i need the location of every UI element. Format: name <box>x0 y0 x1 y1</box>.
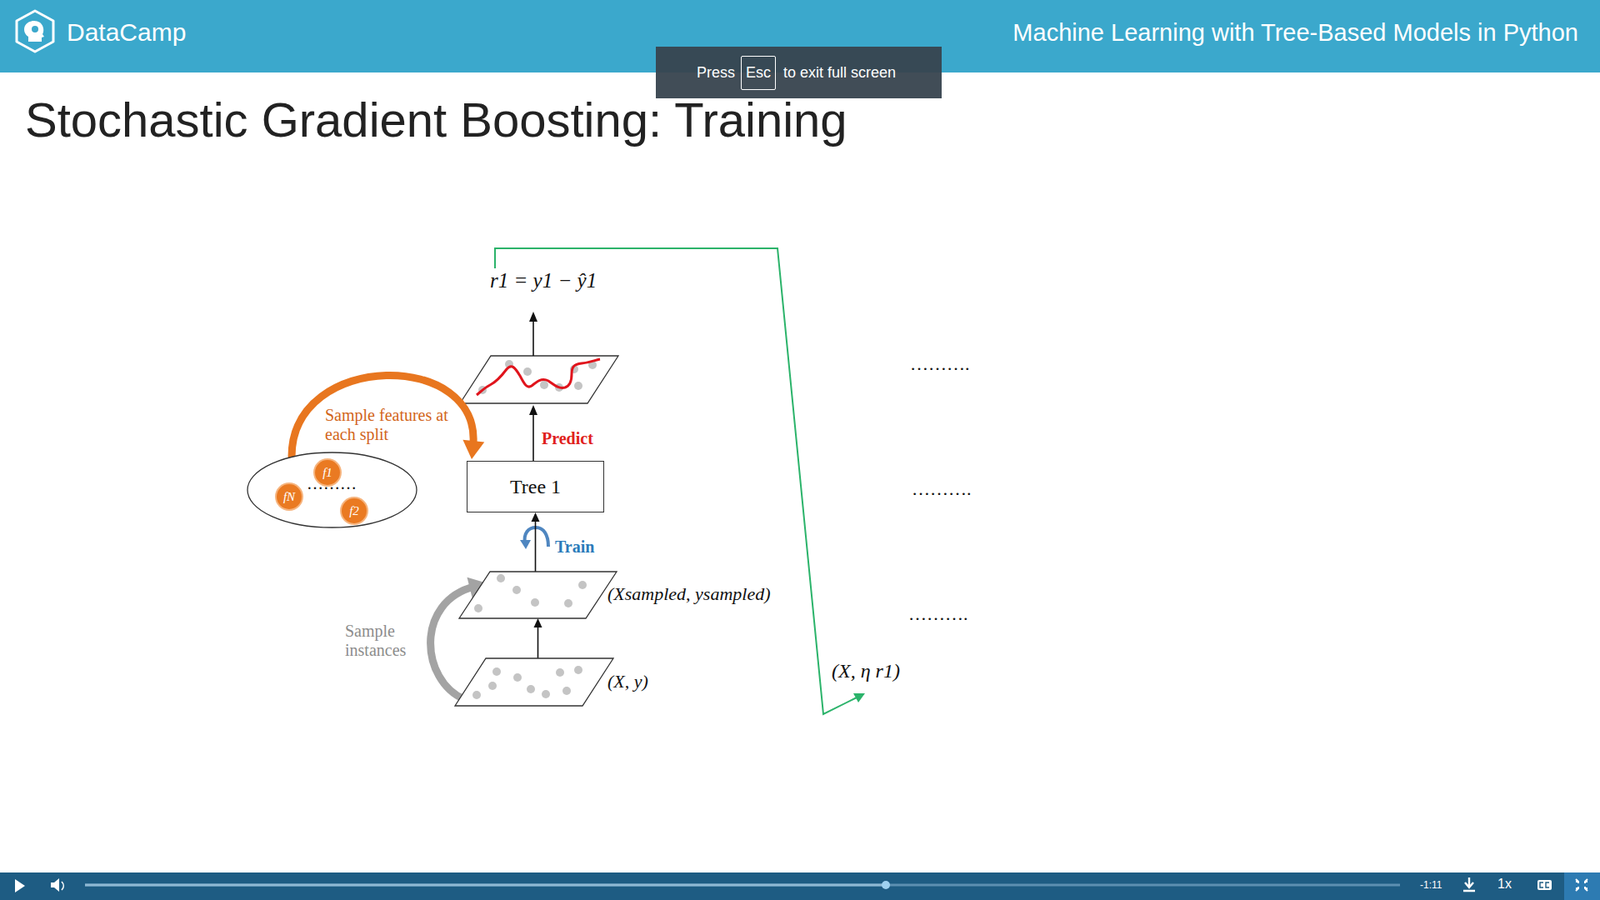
data-point <box>562 686 571 695</box>
graphic-part <box>574 381 583 390</box>
data-point <box>526 685 535 694</box>
arrowhead <box>534 618 543 628</box>
connector-line <box>430 586 475 700</box>
arrowhead <box>853 693 865 703</box>
logo-dot <box>31 25 39 33</box>
feedback-line <box>495 248 857 715</box>
playback-speed: 1x <box>1497 876 1512 892</box>
time-remaining: -1:11 <box>1420 879 1442 891</box>
continuation-dots: ………. <box>908 603 969 625</box>
data-point <box>530 598 540 607</box>
fullscreen-notice <box>655 46 942 99</box>
key-cap: Esc <box>740 55 776 90</box>
arrowhead <box>531 512 540 522</box>
residual-formula: r1 = y1 − ŷ1 <box>490 269 597 293</box>
captions-marks <box>1540 882 1550 888</box>
captions-icon <box>1537 880 1552 890</box>
data-point <box>512 585 521 595</box>
feature-pool-ellipse: ………f1fNf2 <box>246 451 418 529</box>
plane <box>460 355 619 404</box>
connector <box>531 512 540 572</box>
next-input-label: (X, η r1) <box>831 660 900 683</box>
prediction-plane <box>460 355 619 404</box>
progress-knob <box>881 880 890 890</box>
arrowhead <box>529 311 538 322</box>
data-point <box>513 673 522 682</box>
data-point <box>574 665 583 675</box>
data-point <box>488 681 497 690</box>
feature-circle: fN <box>276 484 302 510</box>
ellipse <box>247 452 417 528</box>
connector-line <box>537 625 540 659</box>
feature-name: fN <box>283 490 295 505</box>
feature-circle: f1 <box>315 460 340 485</box>
predict-label: Predict <box>541 429 594 449</box>
volume-icon <box>50 878 60 892</box>
residual-arrow <box>532 320 535 356</box>
plane-dots <box>478 360 597 395</box>
connector <box>291 375 485 460</box>
data-point <box>492 667 501 676</box>
data-point <box>474 604 483 613</box>
download-icon <box>1463 877 1475 891</box>
connector <box>534 618 543 659</box>
feature-name: f2 <box>349 504 360 519</box>
logo-head <box>24 20 45 42</box>
prediction-curve <box>476 359 600 395</box>
feature-name: f1 <box>322 465 333 480</box>
dataset-label: (X, y) <box>607 670 649 693</box>
data-point <box>564 599 573 608</box>
progress-played <box>85 884 886 887</box>
data-point <box>472 690 481 700</box>
data-point <box>496 574 505 583</box>
connector-label: Sample instances <box>345 621 429 660</box>
notice-text: Press <box>696 64 735 82</box>
progress-track <box>85 884 1400 887</box>
arrowhead <box>462 440 485 460</box>
sampled-data-plane: (Xsampled, ysampled) <box>459 571 617 619</box>
arrowhead <box>520 540 531 550</box>
graphic-part <box>523 367 532 376</box>
plane <box>459 571 617 619</box>
continuation-dots: ………. <box>910 353 970 375</box>
brand-name: DataCamp <box>66 18 186 47</box>
feature-circle: f2 <box>341 498 367 524</box>
data-point <box>578 580 587 590</box>
data-plane: (X, y) <box>455 658 614 706</box>
plane-outline <box>459 571 617 619</box>
play-icon <box>15 879 25 893</box>
slide-title: Stochastic Gradient Boosting: Training <box>25 91 848 148</box>
tree-box: Tree 1 <box>466 460 605 513</box>
plane <box>455 658 614 706</box>
connector-label: Sample features at each split <box>325 405 450 445</box>
notice-text: to exit full screen <box>783 64 896 82</box>
course-title: Machine Learning with Tree-Based Models … <box>1012 19 1579 47</box>
logo-shield <box>16 10 54 52</box>
volume-wave <box>61 881 64 890</box>
exit-fullscreen-icon <box>1575 879 1588 891</box>
plane-outline <box>455 658 614 706</box>
connector-line <box>535 520 537 572</box>
data-point <box>541 690 550 699</box>
graphic-part <box>540 380 549 390</box>
arrowhead <box>529 405 538 415</box>
predict-arrow <box>532 413 535 461</box>
connector-line <box>291 375 474 457</box>
box-label: Tree 1 <box>510 475 561 499</box>
connector-label: Train <box>555 537 595 557</box>
continuation-dots: ………. <box>911 478 972 500</box>
data-point <box>555 668 565 677</box>
exit-fullscreen-button <box>1564 872 1600 900</box>
dataset-label: (Xsampled, ysampled) <box>607 583 771 605</box>
